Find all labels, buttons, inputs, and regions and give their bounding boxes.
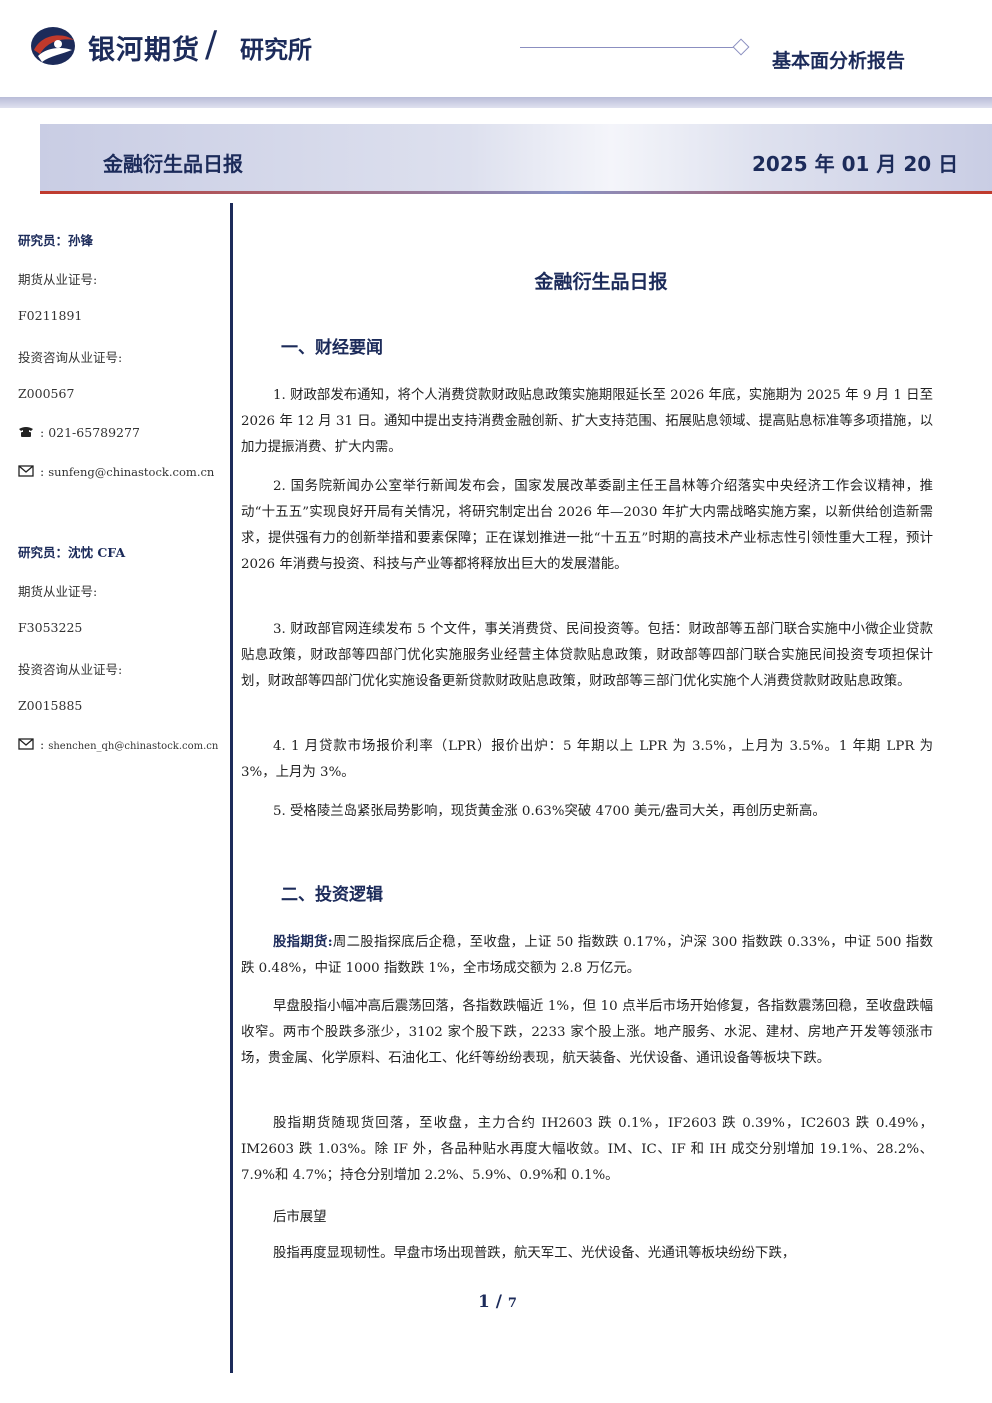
news-item: 2. 国务院新闻办公室举行新闻发布会，国家发展改革委副主任王昌林等介绍落实中央经… (241, 479, 933, 572)
page-separator: / (495, 1292, 502, 1312)
outlook-label: 后市展望 (273, 1210, 327, 1225)
document-title: 金融衍生品日报 (534, 271, 668, 293)
banner-underline (40, 191, 992, 194)
news-item: 1. 财政部发布通知，将个人消费贷款财政贴息政策实施期限延长至 2026 年底，… (241, 388, 934, 455)
email-address[interactable]: shenchen_qh@chinastock.com.cn (48, 741, 219, 752)
page-total: 7 (507, 1296, 517, 1311)
phone-icon (19, 427, 33, 437)
envelope-icon (18, 738, 34, 750)
paragraph-lead-label: 股指期货: (273, 934, 333, 950)
outlook-paragraph: 股指再度显现韧性。早盘市场出现普跌，航天军工、光伏设备、光通讯等板块纷纷下跌， (273, 1246, 796, 1261)
futures-cert-label: 期货从业证号: (18, 584, 98, 599)
page-current: 1 (478, 1292, 490, 1312)
analyst-email: : sunfeng@chinastock.com.cn (18, 464, 214, 479)
report-type: 基本面分析报告 (772, 50, 906, 72)
futures-review-paragraph: 股指期货随现货回落，至收盘，主力合约 IH2603 跌 0.1%，IF2603 … (241, 1116, 933, 1183)
futures-cert-number: F3053225 (18, 620, 83, 635)
analyst-email: : shenchen_qh@chinastock.com.cn (18, 737, 218, 752)
title-banner (40, 124, 992, 192)
paragraph-lead-text: 周二股指探底后企稳，至收盘，上证 50 指数跌 0.17%，沪深 300 指数跌… (241, 935, 933, 976)
brand-name: 银河期货 (88, 35, 200, 66)
phone-separator: : (40, 425, 45, 440)
advisory-cert-number: Z000567 (18, 386, 75, 401)
galaxy-futures-logo (31, 27, 75, 65)
advisory-cert-number: Z0015885 (18, 698, 83, 713)
envelope-icon (18, 465, 34, 477)
advisory-cert-label: 投资咨询从业证号: (18, 662, 123, 677)
analyst-phone: : 021-65789277 (18, 425, 140, 440)
email-separator: : (40, 737, 45, 752)
brand-subtitle: 研究所 (240, 36, 312, 64)
news-item: 5. 受格陵兰岛紧张局势影响，现货黄金涨 0.63%突破 4700 美元/盎司大… (273, 804, 826, 819)
futures-cert-number: F0211891 (18, 308, 83, 323)
analyst-name: 研究员：沈忱 CFA (18, 545, 126, 560)
news-item: 3. 财政部官网连续发布 5 个文件，事关消费贷、民间投资等。包括：财政部等五部… (241, 622, 933, 689)
news-item: 4. 1 月贷款市场报价利率（LPR）报价出炉：5 年期以上 LPR 为 3.5… (241, 739, 933, 780)
futures-cert-label: 期货从业证号: (18, 272, 98, 287)
brand-slash: / (205, 24, 218, 65)
section-heading-news: 一、财经要闻 (281, 338, 383, 358)
banner-title: 金融衍生品日报 (103, 152, 243, 176)
analyst-name: 研究员：孙锋 (18, 233, 94, 248)
vertical-divider (230, 203, 233, 1373)
advisory-cert-label: 投资咨询从业证号: (18, 350, 123, 365)
report-date: 2025 年 01 月 20 日 (752, 152, 959, 176)
phone-number[interactable]: 021-65789277 (48, 425, 140, 440)
decorative-line (520, 47, 735, 48)
section-heading-logic: 二、投资逻辑 (281, 885, 383, 905)
market-review-paragraph: 早盘股指小幅冲高后震荡回落，各指数跌幅近 1%，但 10 点半后市场开始修复，各… (241, 999, 933, 1066)
page-number: 1 / 7 (478, 1292, 517, 1312)
email-address[interactable]: sunfeng@chinastock.com.cn (48, 465, 215, 479)
header-band (0, 97, 992, 108)
email-separator: : (40, 464, 45, 479)
stock-index-futures-summary: 股指期货:周二股指探底后企稳，至收盘，上证 50 指数跌 0.17%，沪深 30… (241, 929, 933, 982)
